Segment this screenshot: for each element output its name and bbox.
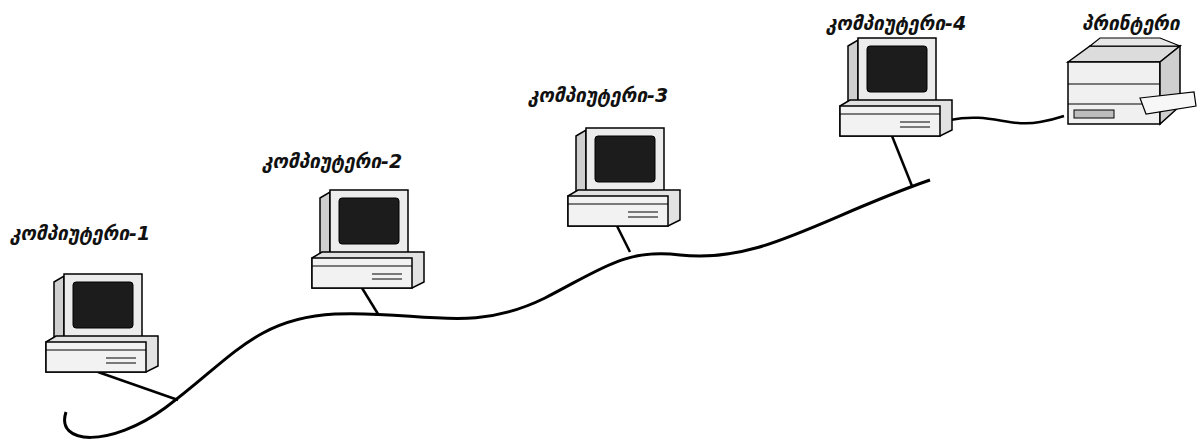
- computer-label: კომპიუტერი-1: [10, 222, 150, 245]
- bus-cable: [65, 180, 930, 437]
- computer-label: კომპიუტერი-3: [528, 84, 668, 107]
- printer-icon: [1068, 38, 1196, 124]
- computer-icon: [312, 190, 424, 288]
- computer-label: კომპიუტერი-2: [262, 150, 402, 173]
- printer-label: პრინტერი: [1082, 12, 1180, 35]
- computer-label: კომპიუტერი-4: [826, 12, 966, 35]
- computer-icon: [46, 274, 158, 372]
- computer-icon: [840, 38, 952, 136]
- computer-icon: [568, 128, 680, 226]
